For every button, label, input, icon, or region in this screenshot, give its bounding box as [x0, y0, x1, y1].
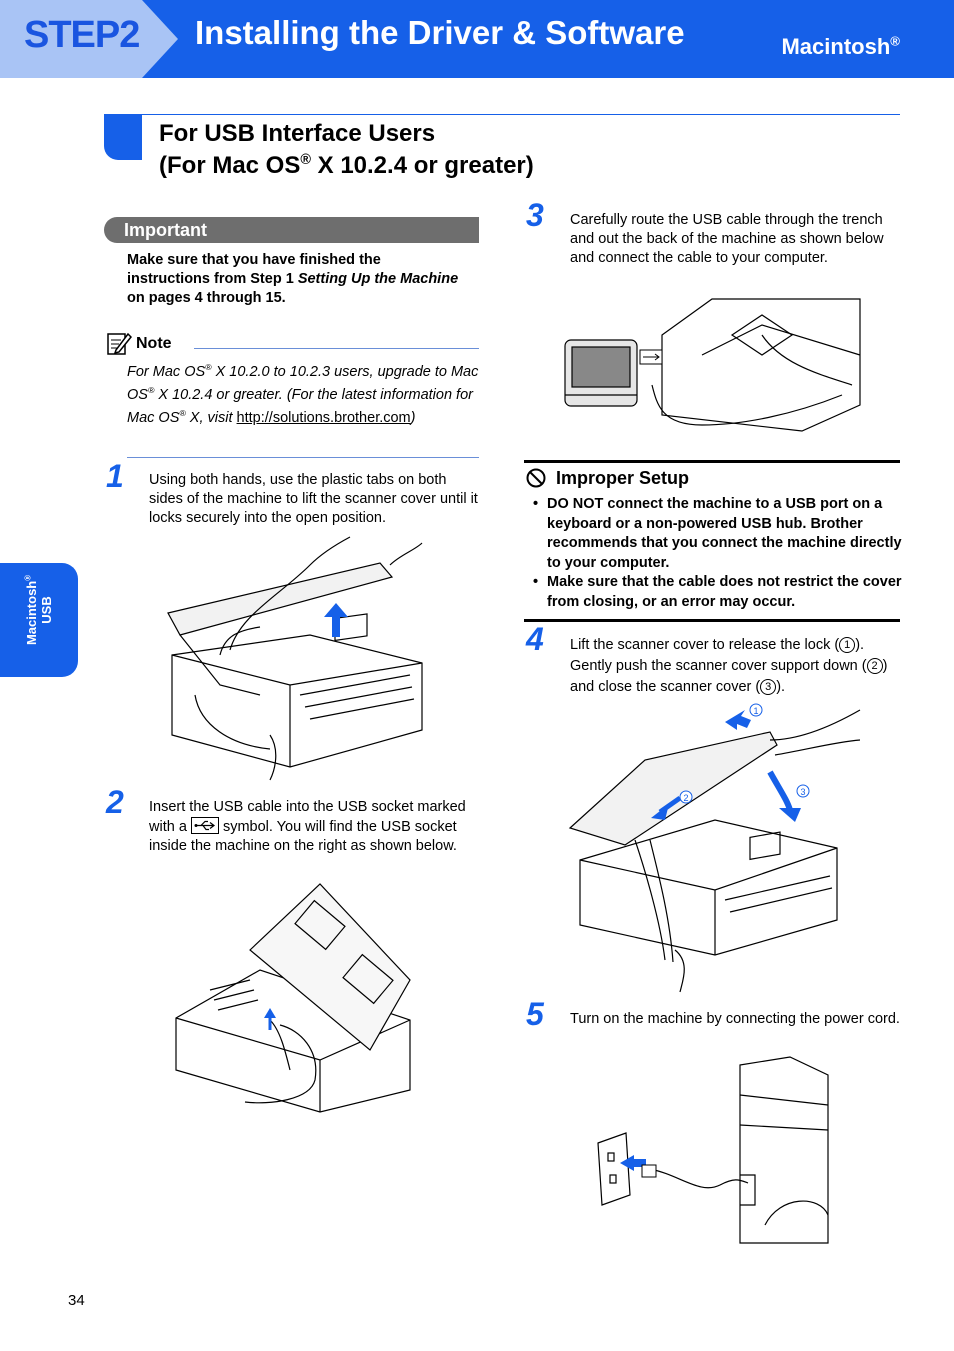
callout-1: 1 — [839, 637, 856, 653]
list-item: DO NOT connect the machine to a USB port… — [531, 495, 903, 573]
figure-callout-1: 1 — [753, 706, 758, 716]
step-number-1: 1 — [106, 458, 124, 494]
note-rule-bottom — [127, 457, 479, 458]
step-label: STEP2 — [24, 14, 140, 56]
callout-2: 2 — [866, 658, 883, 674]
note-label: Note — [136, 335, 172, 352]
callout-3: 3 — [760, 679, 777, 695]
step-2-illustration — [175, 883, 411, 1113]
prohibited-icon — [526, 468, 546, 488]
step-3-text: Carefully route the USB cable through th… — [570, 212, 884, 266]
improper-setup-top-rule — [524, 460, 900, 463]
figure-callout-2: 2 — [683, 793, 688, 803]
step-number-3: 3 — [526, 197, 544, 233]
note-rule — [194, 348, 479, 349]
improper-setup-list: DO NOT connect the machine to a USB port… — [531, 495, 903, 612]
step-4-illustration: 1 2 3 — [568, 703, 861, 993]
step-4-text: Lift the scanner cover to release the lo… — [570, 637, 888, 695]
important-text: Make sure that you have finished the ins… — [127, 252, 459, 306]
step-1-text: Using both hands, use the plastic tabs o… — [149, 472, 478, 526]
step-badge — [0, 0, 178, 78]
os-label: Macintosh® — [781, 33, 900, 59]
side-tab-label: Macintosh® USB — [23, 574, 54, 646]
step-1-illustration — [167, 536, 423, 781]
step-number-4: 4 — [526, 621, 544, 657]
note-text: For Mac OS® X 10.2.0 to 10.2.3 users, up… — [127, 362, 479, 426]
page-title: Installing the Driver & Software — [195, 14, 685, 51]
important-bar — [104, 217, 479, 243]
usb-symbol-icon — [190, 817, 219, 834]
note-pencil-icon — [107, 332, 132, 355]
list-item: Make sure that the cable does not restri… — [531, 573, 903, 612]
section-marker — [104, 114, 142, 160]
improper-setup-title: Improper Setup — [556, 468, 690, 488]
improper-setup-bottom-rule — [524, 619, 900, 622]
step-5-text: Turn on the machine by connecting the po… — [570, 1011, 900, 1027]
figure-callout-3: 3 — [800, 787, 805, 797]
solutions-link[interactable]: http://solutions.brother.com — [236, 410, 411, 426]
side-tab — [0, 563, 78, 677]
important-label: Important — [124, 220, 207, 240]
step-number-5: 5 — [526, 996, 544, 1032]
step-5-illustration — [597, 1056, 829, 1244]
step-2-text: Insert the USB cable into the USB socket… — [149, 799, 466, 854]
page-number: 34 — [68, 1292, 85, 1309]
section-rule — [104, 114, 900, 115]
step-number-2: 2 — [106, 784, 124, 820]
section-title: For USB Interface Users (For Mac OS® X 1… — [159, 120, 534, 179]
step-3-illustration — [564, 298, 861, 432]
